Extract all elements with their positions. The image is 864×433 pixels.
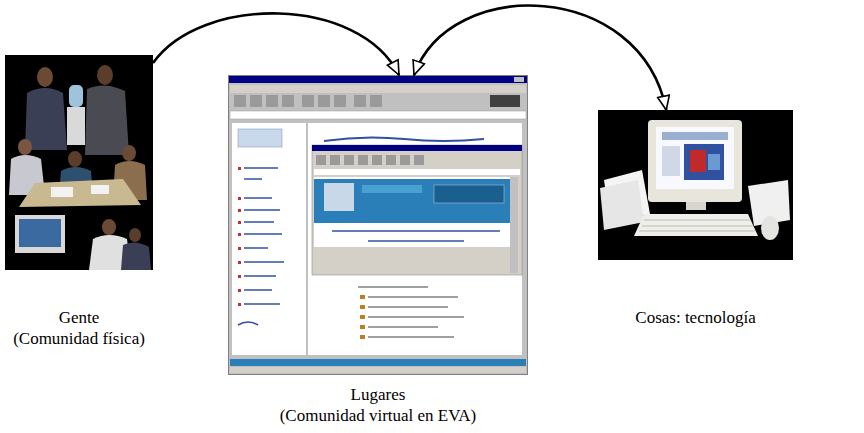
people-node: Gente(Comunidad física) [5,55,153,351]
caption-title: Lugares [228,384,528,405]
caption-title: Cosas: tecnología [598,307,793,328]
people-photo [5,55,153,270]
curved-arrow [414,6,666,110]
places-node: Lugares(Comunidad virtual en EVA) [228,75,528,428]
caption-block: Lugares(Comunidad virtual en EVA) [228,384,528,426]
curved-arrow [153,13,399,75]
computer-figure [600,120,790,240]
caption-block: Cosas: tecnología [598,307,793,328]
caption-title: Gente [5,307,153,328]
computer-photo [598,110,793,260]
caption-subtitle: (Comunidad física) [5,328,153,349]
technology-node: Cosas: tecnología [598,110,793,330]
caption-subtitle: (Comunidad virtual en EVA) [228,405,528,426]
browser-screenshot [228,75,528,375]
caption-block: Gente(Comunidad física) [5,307,153,349]
people-group [9,65,151,270]
